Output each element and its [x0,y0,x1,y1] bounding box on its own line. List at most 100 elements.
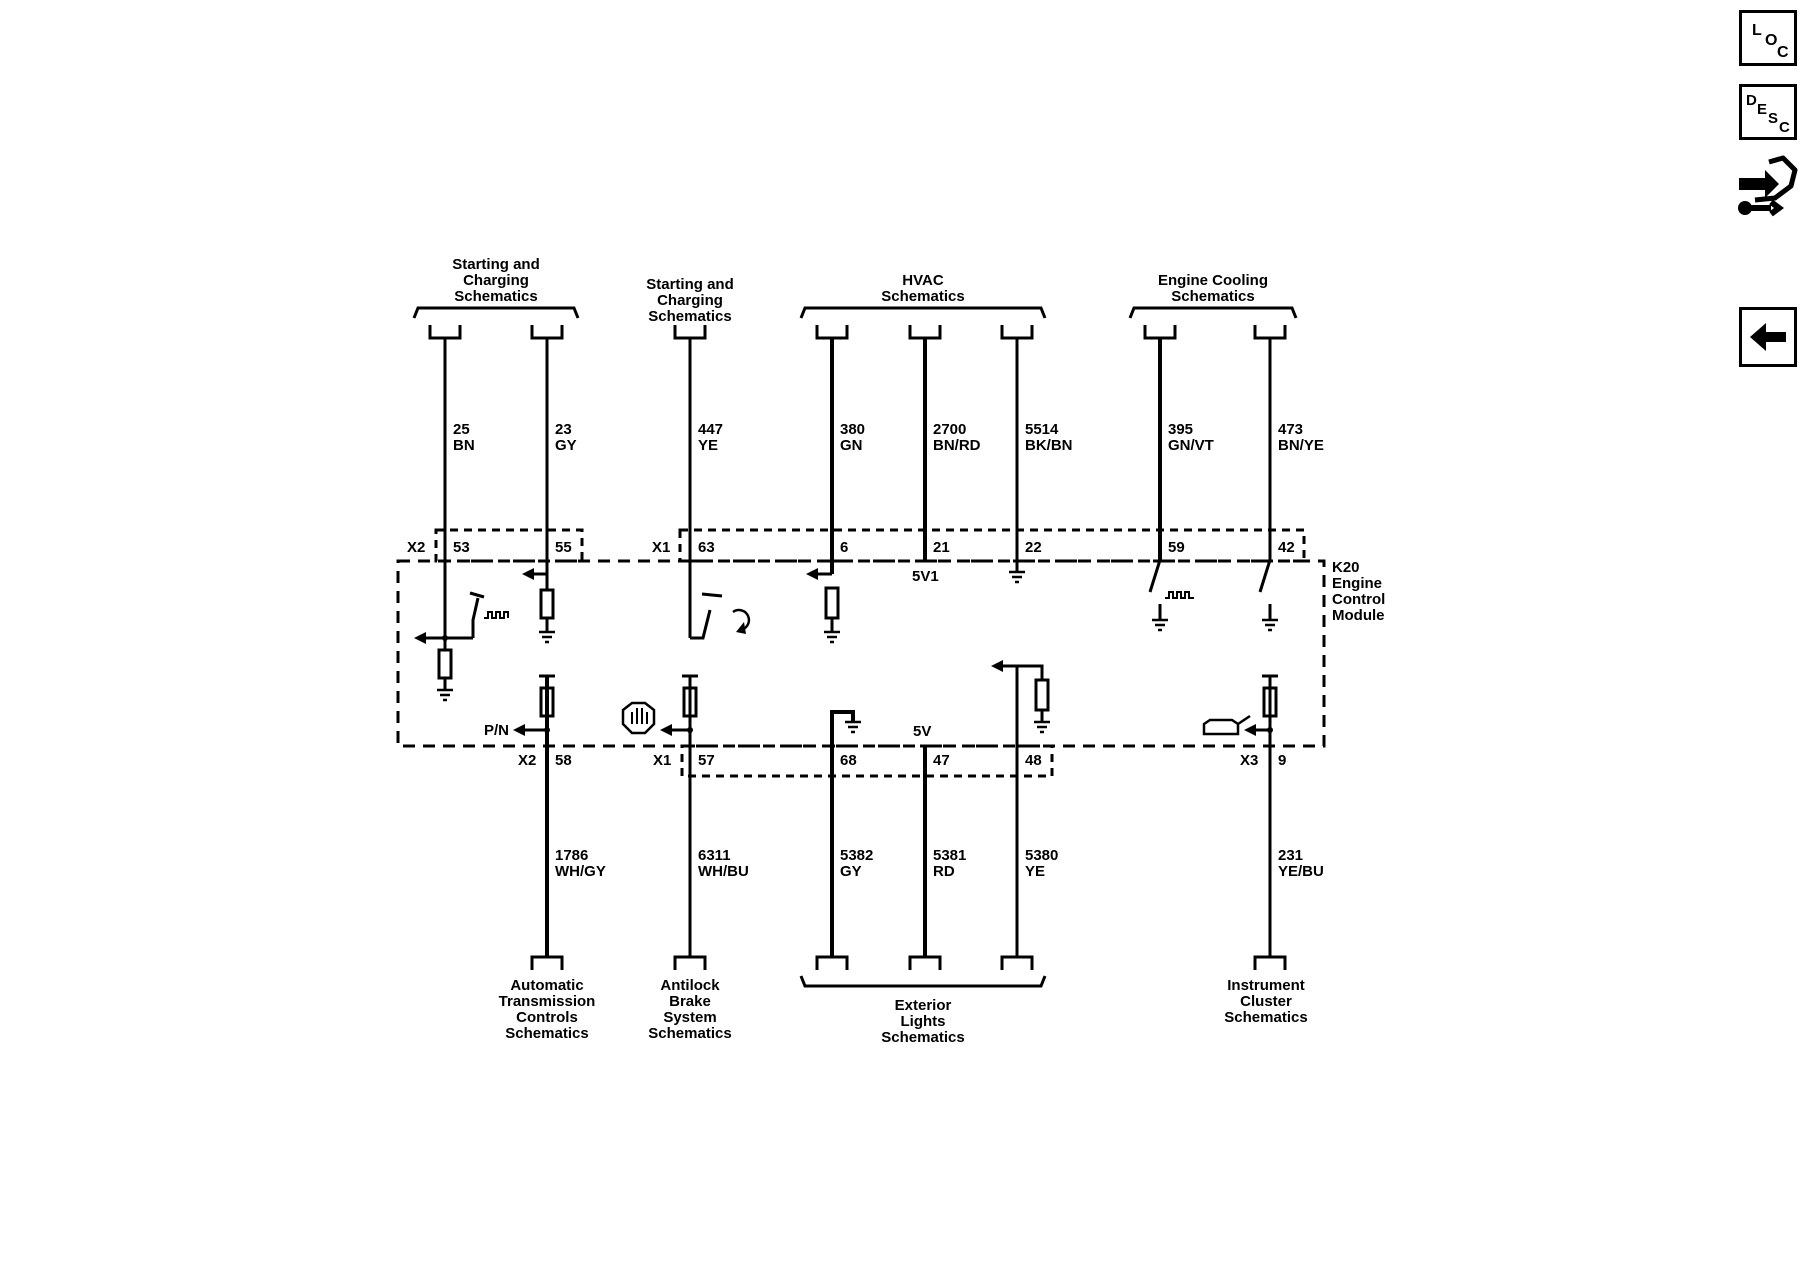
bottom-terminal-1786 [530,955,564,970]
desc-letter-s: S [1768,110,1778,127]
group-bottom-4-line-1: Instrument [1227,977,1305,994]
desc-letter-c: C [1779,119,1790,136]
top-terminal-2700 [908,325,942,340]
pin-55: 55 [555,539,572,556]
circuit-number-6311: 6311 [698,847,731,864]
group-top-2-line-3: Schematics [648,308,731,325]
circuit-color-5381: RD [933,863,955,880]
group-bottom-2-line-3: System [663,1009,716,1026]
circuit-color-2700: BN/RD [933,437,981,454]
group-top-4-line-2: Schematics [1171,288,1254,305]
group-top-1-line-2: Charging [463,272,529,289]
circuit-color-23: GY [555,437,577,454]
connector-label-x3: X3 [1240,752,1258,769]
pin-63: 63 [698,539,715,556]
connector-label-x2-top: X2 [407,539,425,556]
back-button[interactable] [1739,307,1797,367]
connector-label-x2-bottom: X2 [518,752,536,769]
top-terminal-473 [1253,325,1287,340]
repair-procedure-icon[interactable] [1735,152,1799,222]
bracket-engine-cooling [1128,306,1298,319]
top-terminal-447 [673,325,707,340]
group-bottom-4-line-3: Schematics [1224,1009,1307,1026]
bottom-terminal-5380 [1000,955,1034,970]
module-name-line-4: Module [1332,607,1385,624]
group-bottom-2-line-1: Antilock [660,977,720,994]
desc-letter-d: D [1746,92,1757,109]
pin-47: 47 [933,752,950,769]
pin-58: 58 [555,752,572,769]
pin-42: 42 [1278,539,1295,556]
circuit-color-5380: YE [1025,863,1045,880]
bracket-starting-charging-1 [412,306,580,319]
circuit-number-5382: 5382 [840,847,873,864]
park-neutral-label: P/N [484,722,509,739]
group-bottom-1-line-3: Controls [516,1009,578,1026]
circuit-color-395: GN/VT [1168,437,1214,454]
group-top-1-line-3: Schematics [454,288,537,305]
reference-5v1-label: 5V1 [912,568,939,585]
group-bottom-3-line-2: Lights [901,1013,946,1030]
pin-68: 68 [840,752,857,769]
connector-x1-bottom-box [680,744,1054,778]
location-button[interactable]: L O C [1739,10,1797,66]
group-bottom-1-line-1: Automatic [510,977,583,994]
loc-letter-c: C [1777,44,1789,61]
loc-letter-l: L [1752,22,1762,39]
circuit-number-23: 23 [555,421,572,438]
circuit-number-5514: 5514 [1025,421,1059,438]
bracket-exterior-lights [799,975,1047,988]
bottom-terminal-231 [1253,955,1287,970]
circuit-color-5514: BK/BN [1025,437,1073,454]
circuit-number-447: 447 [698,421,723,438]
module-name-line-1: K20 [1332,559,1360,576]
pin-22: 22 [1025,539,1042,556]
pin-48: 48 [1025,752,1042,769]
circuit-number-5380: 5380 [1025,847,1058,864]
circuit-color-473: BN/YE [1278,437,1324,454]
circuit-number-25: 25 [453,421,470,438]
pin-59: 59 [1168,539,1185,556]
connector-x1-top-box [678,528,1306,563]
pin-21: 21 [933,539,950,556]
circuit-color-6311: WH/BU [698,863,749,880]
circuit-number-473: 473 [1278,421,1303,438]
circuit-color-447: YE [698,437,718,454]
reference-5v-label: 5V [913,723,931,740]
circuit-number-395: 395 [1168,421,1193,438]
circuit-number-231: 231 [1278,847,1303,864]
circuit-number-1786: 1786 [555,847,588,864]
bottom-terminal-5382 [815,955,849,970]
description-button[interactable]: D E S C [1739,84,1797,140]
circuit-number-2700: 2700 [933,421,966,438]
circuit-color-380: GN [840,437,863,454]
connector-label-x1-bottom: X1 [653,752,671,769]
circuit-number-380: 380 [840,421,865,438]
pin-57: 57 [698,752,715,769]
circuit-color-1786: WH/GY [555,863,606,880]
desc-letter-e: E [1757,101,1767,118]
circuit-color-5382: GY [840,863,862,880]
group-bottom-1-line-4: Schematics [505,1025,588,1042]
circuit-color-231: YE/BU [1278,863,1324,880]
group-bottom-3-line-3: Schematics [881,1029,964,1046]
pin-6: 6 [840,539,848,556]
loc-letter-o: O [1765,32,1777,49]
circuit-color-25: BN [453,437,475,454]
circuit-number-5381: 5381 [933,847,966,864]
group-bottom-1-line-2: Transmission [499,993,596,1010]
group-top-3-line-1: HVAC [902,272,944,289]
bracket-hvac [799,306,1047,319]
module-name-line-3: Control [1332,591,1385,608]
group-top-2-line-2: Charging [657,292,723,309]
connector-label-x1-top: X1 [652,539,670,556]
group-top-1-line-1: Starting and [452,256,540,273]
top-terminal-25 [428,325,462,340]
top-terminal-380 [815,325,849,340]
pin-53: 53 [453,539,470,556]
bottom-terminal-5381 [908,955,942,970]
group-bottom-4-line-2: Cluster [1240,993,1292,1010]
top-terminal-395 [1143,325,1177,340]
top-terminal-5514 [1000,325,1034,340]
